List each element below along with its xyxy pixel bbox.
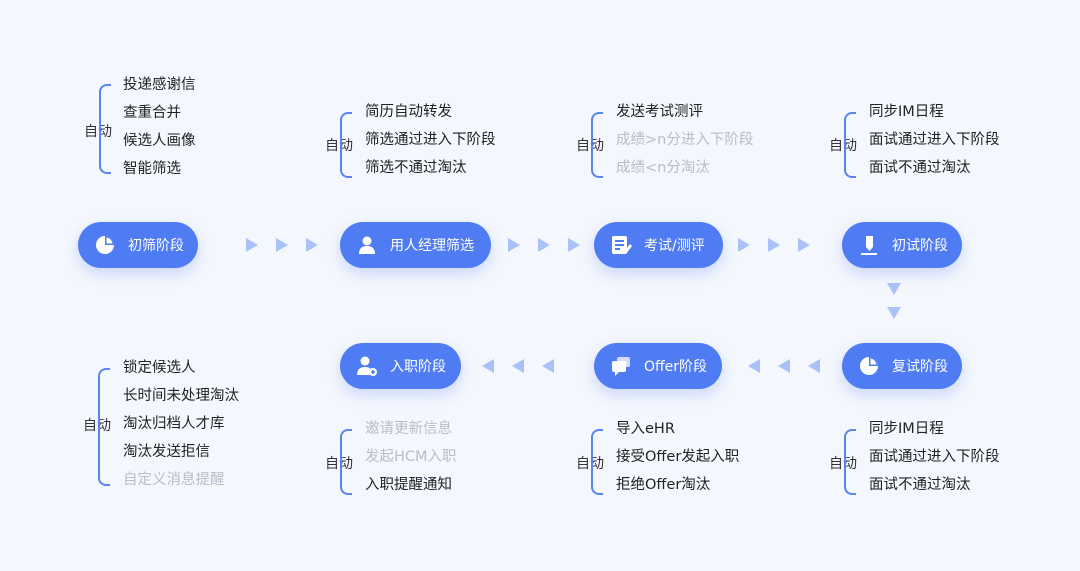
edit-doc-icon [608, 232, 634, 258]
action-item: 简历自动转发 [365, 104, 452, 120]
auto-label: 自动 [325, 138, 353, 154]
flow-arrows [482, 359, 554, 373]
flow-arrows [738, 238, 810, 252]
pie-chart-icon [92, 232, 118, 258]
stage-label: 用人经理筛选 [390, 238, 474, 254]
action-item: 入职提醒通知 [365, 477, 452, 493]
action-list: 同步IM日程 面试通过进入下阶段 面试不通过淘汰 [869, 98, 1000, 182]
action-item: 筛选不通过淘汰 [365, 160, 467, 176]
action-item: 面试不通过淘汰 [869, 160, 971, 176]
action-item: 智能筛选 [123, 161, 181, 177]
action-item: 淘汰发送拒信 [123, 444, 210, 460]
flow-arrows [246, 238, 318, 252]
action-item: 发送考试测评 [616, 104, 703, 120]
action-item: 接受Offer发起入职 [616, 449, 740, 465]
bracket [340, 429, 352, 495]
action-list: 锁定候选人 长时间未处理淘汰 淘汰归档人才库 淘汰发送拒信 自定义消息提醒 [123, 354, 239, 494]
stage-label: 初筛阶段 [128, 238, 184, 254]
stage-initial-screening[interactable]: 初筛阶段 [78, 222, 198, 268]
action-item: 发起HCM入职 [365, 449, 457, 465]
pie-chart-icon [856, 353, 882, 379]
action-item: 锁定候选人 [123, 360, 196, 376]
stage-label: 复试阶段 [892, 359, 948, 375]
stage-label: 考试/测评 [644, 238, 705, 254]
stage-onboarding[interactable]: 入职阶段 [340, 343, 461, 389]
flow-arrows [508, 238, 580, 252]
bracket [98, 368, 110, 486]
bracket [844, 429, 856, 495]
action-item: 面试通过进入下阶段 [869, 132, 1000, 148]
stage-manager-screening[interactable]: 用人经理筛选 [340, 222, 491, 268]
flow-arrows-down [887, 283, 901, 319]
action-item: 筛选通过进入下阶段 [365, 132, 496, 148]
action-item: 查重合并 [123, 105, 181, 121]
action-item: 淘汰归档人才库 [123, 416, 225, 432]
pen-icon [856, 232, 882, 258]
action-list: 发送考试测评 成绩>n分进入下阶段 成绩<n分淘汰 [616, 98, 753, 182]
stage-label: 初试阶段 [892, 238, 948, 254]
stage-offer[interactable]: Offer阶段 [594, 343, 722, 389]
auto-label: 自动 [84, 124, 112, 140]
action-item: 自定义消息提醒 [123, 472, 225, 488]
auto-label: 自动 [576, 456, 604, 472]
action-list: 导入eHR 接受Offer发起入职 拒绝Offer淘汰 [616, 415, 739, 499]
action-item: 投递感谢信 [123, 77, 196, 93]
action-list: 简历自动转发 筛选通过进入下阶段 筛选不通过淘汰 [365, 98, 496, 182]
action-item: 同步IM日程 [869, 104, 944, 120]
action-list: 邀请更新信息 发起HCM入职 入职提醒通知 [365, 415, 457, 499]
bracket [99, 84, 111, 174]
action-item: 导入eHR [616, 421, 675, 437]
stage-first-interview[interactable]: 初试阶段 [842, 222, 962, 268]
person-add-icon [354, 353, 380, 379]
bracket [340, 112, 352, 178]
action-item: 面试不通过淘汰 [869, 477, 971, 493]
auto-label: 自动 [829, 138, 857, 154]
action-list: 投递感谢信 查重合并 候选人画像 智能筛选 [123, 71, 196, 183]
bracket [844, 112, 856, 178]
stage-label: 入职阶段 [390, 359, 446, 375]
action-item: 面试通过进入下阶段 [869, 449, 1000, 465]
stage-exam[interactable]: 考试/测评 [594, 222, 723, 268]
action-list: 同步IM日程 面试通过进入下阶段 面试不通过淘汰 [869, 415, 1000, 499]
stage-second-interview[interactable]: 复试阶段 [842, 343, 962, 389]
action-item: 候选人画像 [123, 133, 196, 149]
stage-label: Offer阶段 [644, 359, 708, 375]
bracket [591, 112, 603, 178]
chat-icon [608, 353, 634, 379]
auto-label: 自动 [829, 456, 857, 472]
auto-label: 自动 [576, 138, 604, 154]
flow-arrows [748, 359, 820, 373]
action-item: 成绩<n分淘汰 [616, 160, 710, 176]
action-item: 拒绝Offer淘汰 [616, 477, 711, 493]
action-item: 邀请更新信息 [365, 421, 452, 437]
person-icon [354, 232, 380, 258]
action-item: 长时间未处理淘汰 [123, 388, 239, 404]
bracket [591, 429, 603, 495]
auto-label: 自动 [325, 456, 353, 472]
auto-label: 自动 [83, 418, 111, 434]
action-item: 成绩>n分进入下阶段 [616, 132, 754, 148]
action-item: 同步IM日程 [869, 421, 944, 437]
